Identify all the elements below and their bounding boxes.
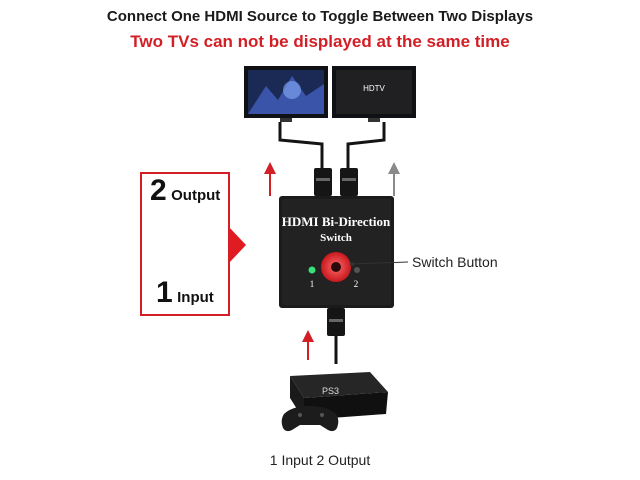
- switch-title-line1: HDMI Bi-Direction: [282, 214, 391, 229]
- port1-label: 1: [310, 279, 315, 289]
- panel-top-row: 2 Output: [150, 174, 220, 208]
- page-subtitle: Two TVs can not be displayed at the same…: [130, 32, 510, 51]
- console-label: PS3: [322, 386, 339, 396]
- controller-icon: [281, 406, 339, 432]
- ps3-console: PS3: [290, 372, 388, 420]
- panel-output-number: 2: [150, 174, 167, 207]
- callout-line: [350, 261, 409, 265]
- arrow-up-red-bottom: [302, 330, 314, 360]
- panel-pointer: [228, 226, 246, 264]
- output-input-panel: [140, 172, 230, 316]
- bottom-caption: 1 Input 2 Output: [269, 452, 371, 468]
- switch-title-line2: Switch: [320, 232, 352, 244]
- arrow-up-gray-right: [388, 162, 400, 196]
- switch-box: [279, 196, 394, 308]
- page-title: Connect One HDMI Source to Toggle Betwee…: [106, 8, 534, 25]
- output-cables: [278, 122, 386, 182]
- arrow-up-red-left: [264, 162, 276, 196]
- panel-input-label: Input: [177, 289, 214, 306]
- tv-right: HDTV: [332, 66, 416, 122]
- panel-bottom-row: 1 Input: [156, 276, 214, 310]
- output-connectors: [314, 168, 358, 196]
- tv-left: [244, 66, 328, 122]
- switch-button-callout: Switch Button: [412, 254, 498, 270]
- port1-led: [308, 266, 316, 274]
- tv-right-label: HDTV: [363, 84, 385, 93]
- port2-label: 2: [354, 279, 359, 289]
- port2-led: [354, 267, 360, 273]
- input-cable: [327, 308, 345, 364]
- panel-output-label: Output: [171, 187, 221, 204]
- panel-input-number: 1: [156, 276, 173, 309]
